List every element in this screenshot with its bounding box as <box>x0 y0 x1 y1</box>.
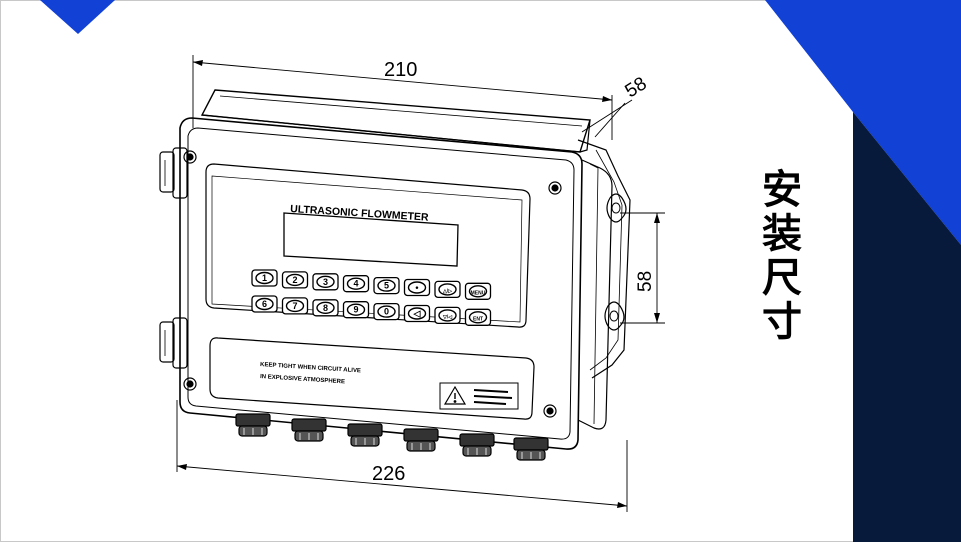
keypad-key-label: 6 <box>262 299 267 309</box>
device-label: ULTRASONIC FLOWMETER <box>290 203 430 224</box>
keypad-key-label: ◁ <box>413 309 422 319</box>
keypad-key: 5 <box>373 276 400 295</box>
keypad-key: 8 <box>312 299 339 317</box>
corner-screws <box>183 150 562 418</box>
dimension-line-top-width <box>192 61 613 101</box>
cable-gland-3 <box>347 423 383 447</box>
keypad-key: 7 <box>281 297 309 315</box>
cable-gland-5 <box>459 433 495 457</box>
keypad-key: 3 <box>312 273 339 291</box>
warning-sign <box>439 382 519 410</box>
keypad-key-label: 3 <box>323 277 328 287</box>
keypad-key: △/▷ <box>434 280 461 299</box>
dimension-label-depth: 58 <box>622 73 651 102</box>
cable-gland-4 <box>403 428 439 452</box>
keypad-key: 6 <box>251 295 278 313</box>
cable-gland-6 <box>513 437 549 461</box>
keypad-key-label: MENU <box>471 290 486 296</box>
mounting-bracket-lower <box>604 301 625 331</box>
keypad-key: 1 <box>251 269 278 287</box>
section-title-installation-dimensions: 安 装 尺 寸 <box>752 168 812 344</box>
keypad-key-label: 4 <box>353 279 358 289</box>
keypad-key: ENT <box>464 308 492 326</box>
cable-glands <box>235 413 549 461</box>
title-char: 尺 <box>762 255 802 301</box>
keypad-key-label: 7 <box>292 301 297 311</box>
front-panel <box>205 163 531 328</box>
top-right-accent-shape <box>765 0 961 245</box>
keypad-key-label: 9 <box>353 305 358 315</box>
keypad-key-label: 2 <box>292 275 297 285</box>
dimension-label-mount-spacing: 58 <box>635 271 656 292</box>
keypad-key: 4 <box>342 275 370 293</box>
hinge-lower <box>159 317 188 369</box>
keypad: 1 2 3 4 5 • △/▷ MENU 6 7 8 9 0 ◁ ▽/◁ ENT <box>251 269 492 326</box>
dimension-label-width-bottom: 226 <box>372 463 405 485</box>
warning-text-line2: IN EXPLOSIVE ATMOSPHERE <box>260 374 345 385</box>
keypad-key: 9 <box>342 301 370 319</box>
keypad-key-label: 5 <box>384 281 389 291</box>
keypad-key-label: • <box>415 283 418 293</box>
keypad-key-label: ▽/◁ <box>442 314 452 320</box>
right-navy-panel <box>853 112 961 542</box>
keypad-key: • <box>403 278 431 297</box>
dimension-line-depth <box>581 99 633 133</box>
keypad-key-label: ENT <box>473 316 483 322</box>
lcd-display <box>283 212 459 267</box>
keypad-key: 0 <box>373 302 400 321</box>
keypad-key: MENU <box>464 282 492 300</box>
enclosure <box>179 89 631 450</box>
title-char: 装 <box>762 211 802 257</box>
top-left-accent-triangle <box>40 0 115 34</box>
keypad-key-label: 0 <box>384 307 389 317</box>
mounting-bracket-upper <box>606 193 627 223</box>
keypad-key: ◁ <box>403 304 431 323</box>
title-char: 寸 <box>762 299 802 345</box>
keypad-key-label: 8 <box>323 303 328 313</box>
hinge-upper <box>159 147 188 199</box>
warning-text-line1: KEEP TIGHT WHEN CIRCUIT ALIVE <box>260 362 361 374</box>
title-char: 安 <box>762 167 802 213</box>
keypad-key-label: △/▷ <box>442 288 453 294</box>
cable-gland-1 <box>235 413 271 437</box>
keypad-key: 2 <box>281 271 309 289</box>
keypad-key-label: 1 <box>262 273 267 283</box>
dimension-line-bottom-width <box>176 465 628 507</box>
label-plate <box>209 337 535 420</box>
dimension-label-width-top: 210 <box>384 59 417 81</box>
cable-gland-2 <box>291 418 327 442</box>
keypad-key: ▽/◁ <box>434 306 461 325</box>
